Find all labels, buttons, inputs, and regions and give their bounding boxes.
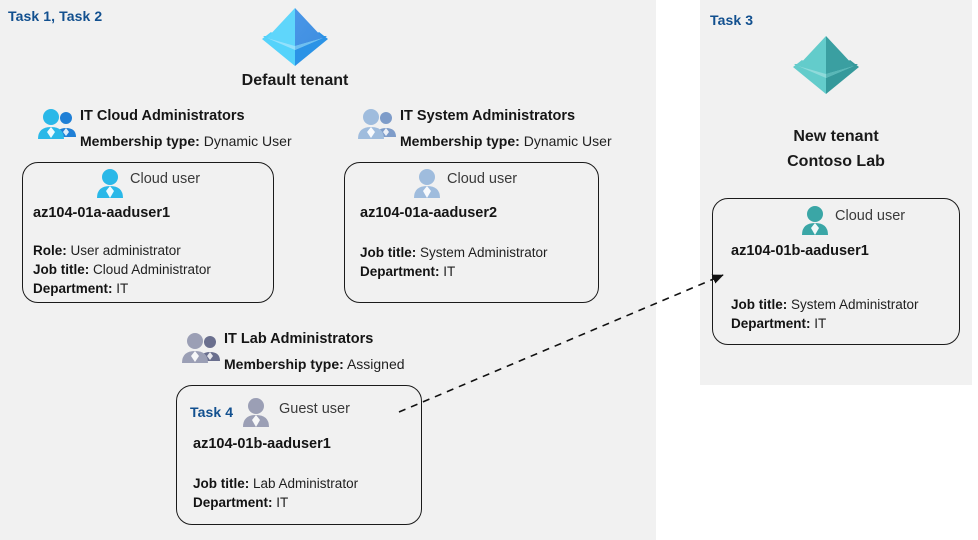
task-label-right: Task 3: [710, 12, 754, 28]
card-username-1: az104-01a-aaduser1: [33, 205, 171, 221]
membership-type-label: Membership type:: [80, 133, 200, 149]
card-type-cloud-user-2: Cloud user: [447, 171, 518, 187]
attr-value-job-title: Cloud Administrator: [93, 262, 211, 277]
new-tenant-title-line1: New tenant: [793, 128, 879, 145]
task-label-guest: Task 4: [190, 404, 234, 420]
attr-label-job-title-2: Job title:: [360, 245, 417, 260]
group-title-system-admins: IT System Administrators: [400, 108, 576, 124]
attr-label-job-title: Job title:: [33, 262, 90, 277]
attr-value-job-title-2: System Administrator: [420, 245, 548, 260]
default-tenant-title: Default tenant: [241, 72, 349, 89]
attr-department: Department: IT: [33, 279, 211, 298]
attr-label-department-3: Department:: [731, 316, 811, 331]
attr-value-department-guest: IT: [276, 495, 289, 510]
default-tenant-panel: [0, 0, 656, 540]
membership-type-label-3: Membership type:: [224, 356, 344, 372]
card-attrs-3: Job title: System Administrator Departme…: [731, 295, 919, 333]
card-username-2: az104-01a-aaduser2: [360, 205, 498, 221]
guest-user-card[interactable]: Task 4 Guest user az104-01b-aaduser1 Job…: [176, 385, 422, 525]
attr-department-3: Department: IT: [731, 314, 919, 333]
group-membership-lab-admins: Membership type: Assigned: [224, 356, 405, 372]
card-username-3: az104-01b-aaduser1: [731, 243, 869, 259]
azure-tenant-icon-default: [259, 2, 331, 68]
group-title-lab-admins: IT Lab Administrators: [224, 331, 374, 347]
cloud-user-icon-1: [96, 168, 124, 198]
cloud-user-card-1[interactable]: Cloud user az104-01a-aaduser1 Role: User…: [22, 162, 274, 303]
card-type-cloud-user-1: Cloud user: [130, 171, 201, 187]
attr-value-department-3: IT: [814, 316, 827, 331]
attr-job-title-guest: Job title: Lab Administrator: [193, 474, 358, 493]
membership-type-label-2: Membership type:: [400, 133, 520, 149]
membership-type-value-2: Dynamic User: [523, 133, 612, 149]
guest-user-icon: [242, 397, 270, 427]
card-username-guest: az104-01b-aaduser1: [193, 436, 331, 452]
card-attrs-guest: Job title: Lab Administrator Department:…: [193, 474, 358, 512]
azure-tenant-icon-new: [790, 30, 862, 96]
task-label-left: Task 1, Task 2: [8, 8, 103, 24]
attr-label-job-title-guest: Job title:: [193, 476, 250, 491]
attr-value-department-2: IT: [443, 264, 456, 279]
card-attrs-1: Role: User administrator Job title: Clou…: [33, 241, 211, 298]
attr-label-job-title-3: Job title:: [731, 297, 788, 312]
membership-type-value-3: Assigned: [346, 356, 405, 372]
group-users-icon-lab-admins: [182, 331, 220, 365]
attr-label-department: Department:: [33, 281, 113, 296]
group-users-icon-system-admins: [358, 107, 396, 141]
card-type-guest-user: Guest user: [279, 401, 350, 417]
attr-job-title-2: Job title: System Administrator: [360, 243, 548, 262]
attr-label-role: Role:: [33, 243, 67, 258]
attr-value-job-title-guest: Lab Administrator: [253, 476, 359, 491]
attr-label-department-2: Department:: [360, 264, 440, 279]
cloud-user-icon-3: [801, 205, 829, 235]
cloud-user-icon-2: [413, 168, 441, 198]
attr-department-2: Department: IT: [360, 262, 548, 281]
attr-department-guest: Department: IT: [193, 493, 358, 512]
attr-value-job-title-3: System Administrator: [791, 297, 919, 312]
new-tenant-title-line2: Contoso Lab: [787, 153, 885, 170]
attr-value-role: User administrator: [70, 243, 181, 258]
cloud-user-card-2[interactable]: Cloud user az104-01a-aaduser2 Job title:…: [344, 162, 599, 303]
group-membership-system-admins: Membership type: Dynamic User: [400, 133, 612, 149]
group-users-icon-cloud-admins: [38, 107, 76, 141]
group-title-cloud-admins: IT Cloud Administrators: [80, 108, 245, 124]
card-attrs-2: Job title: System Administrator Departme…: [360, 243, 548, 281]
new-tenant-cloud-user-card[interactable]: Cloud user az104-01b-aaduser1 Job title:…: [712, 198, 960, 345]
attr-value-department: IT: [116, 281, 129, 296]
attr-job-title: Job title: Cloud Administrator: [33, 260, 211, 279]
group-membership-cloud-admins: Membership type: Dynamic User: [80, 133, 292, 149]
membership-type-value: Dynamic User: [203, 133, 292, 149]
attr-job-title-3: Job title: System Administrator: [731, 295, 919, 314]
attr-label-department-guest: Department:: [193, 495, 273, 510]
attr-role: Role: User administrator: [33, 241, 211, 260]
card-type-cloud-user-3: Cloud user: [835, 208, 906, 224]
